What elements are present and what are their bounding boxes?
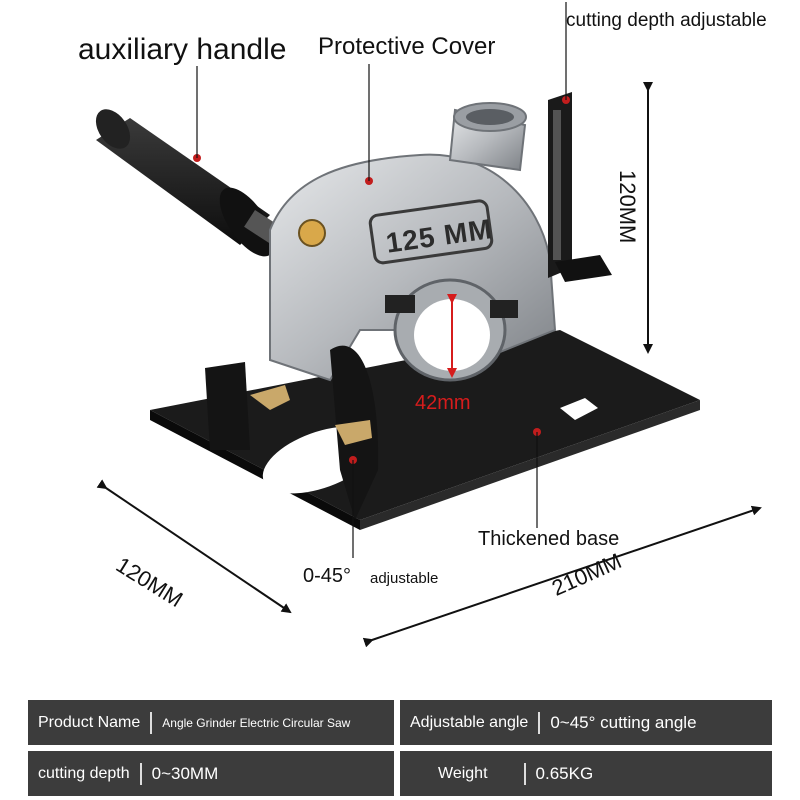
spec-row: Product Name Angle Grinder Electric Circ… [28, 700, 772, 745]
spec-value: Angle Grinder Electric Circular Saw [162, 715, 351, 730]
spec-cell-cutting-depth: cutting depth 0~30MM [28, 751, 394, 796]
label-cutting-depth-adjustable: cutting depth adjustable [566, 10, 767, 31]
product-photo: auxiliary handle Protective Cover cuttin… [78, 2, 767, 648]
label-auxiliary-handle: auxiliary handle [78, 33, 287, 66]
label-thickened-base: Thickened base [478, 528, 620, 550]
spec-divider [139, 762, 142, 785]
spec-table: Product Name Angle Grinder Electric Circ… [28, 700, 772, 800]
spec-key: Adjustable angle [410, 713, 529, 731]
auxiliary-handle [95, 109, 289, 257]
spec-divider [538, 711, 541, 734]
spec-value: 0~45° cutting angle [550, 712, 697, 732]
angle-bracket [205, 345, 379, 520]
spec-divider [523, 762, 526, 785]
spec-key: Weight [438, 764, 488, 782]
spec-cell-weight: Weight 0.65KG [400, 751, 772, 796]
spec-value: 0.65KG [535, 763, 594, 783]
spec-key: Product Name [38, 713, 141, 731]
label-angle-main: 0-45° [303, 565, 352, 587]
spec-cell-product-name: Product Name Angle Grinder Electric Circ… [28, 700, 394, 745]
spec-key: cutting depth [38, 764, 130, 782]
spec-cell-adjustable-angle: Adjustable angle 0~45° cutting angle [400, 700, 772, 745]
spec-divider [150, 711, 153, 734]
arrow-base-210 [362, 505, 762, 648]
label-angle-sub: adjustable [370, 570, 439, 587]
spec-row: cutting depth 0~30MM Weight 0.65KG [28, 751, 772, 796]
label-vertical-dimension: 120MM [615, 170, 640, 244]
depth-adjuster [548, 92, 612, 282]
product-illustration [95, 2, 762, 648]
label-protective-cover: Protective Cover [318, 33, 496, 60]
label-opening: 42mm [415, 392, 471, 414]
dimension-arrows [96, 82, 762, 648]
arrow-left-120 [96, 479, 292, 614]
spec-value: 0~30MM [151, 763, 219, 783]
